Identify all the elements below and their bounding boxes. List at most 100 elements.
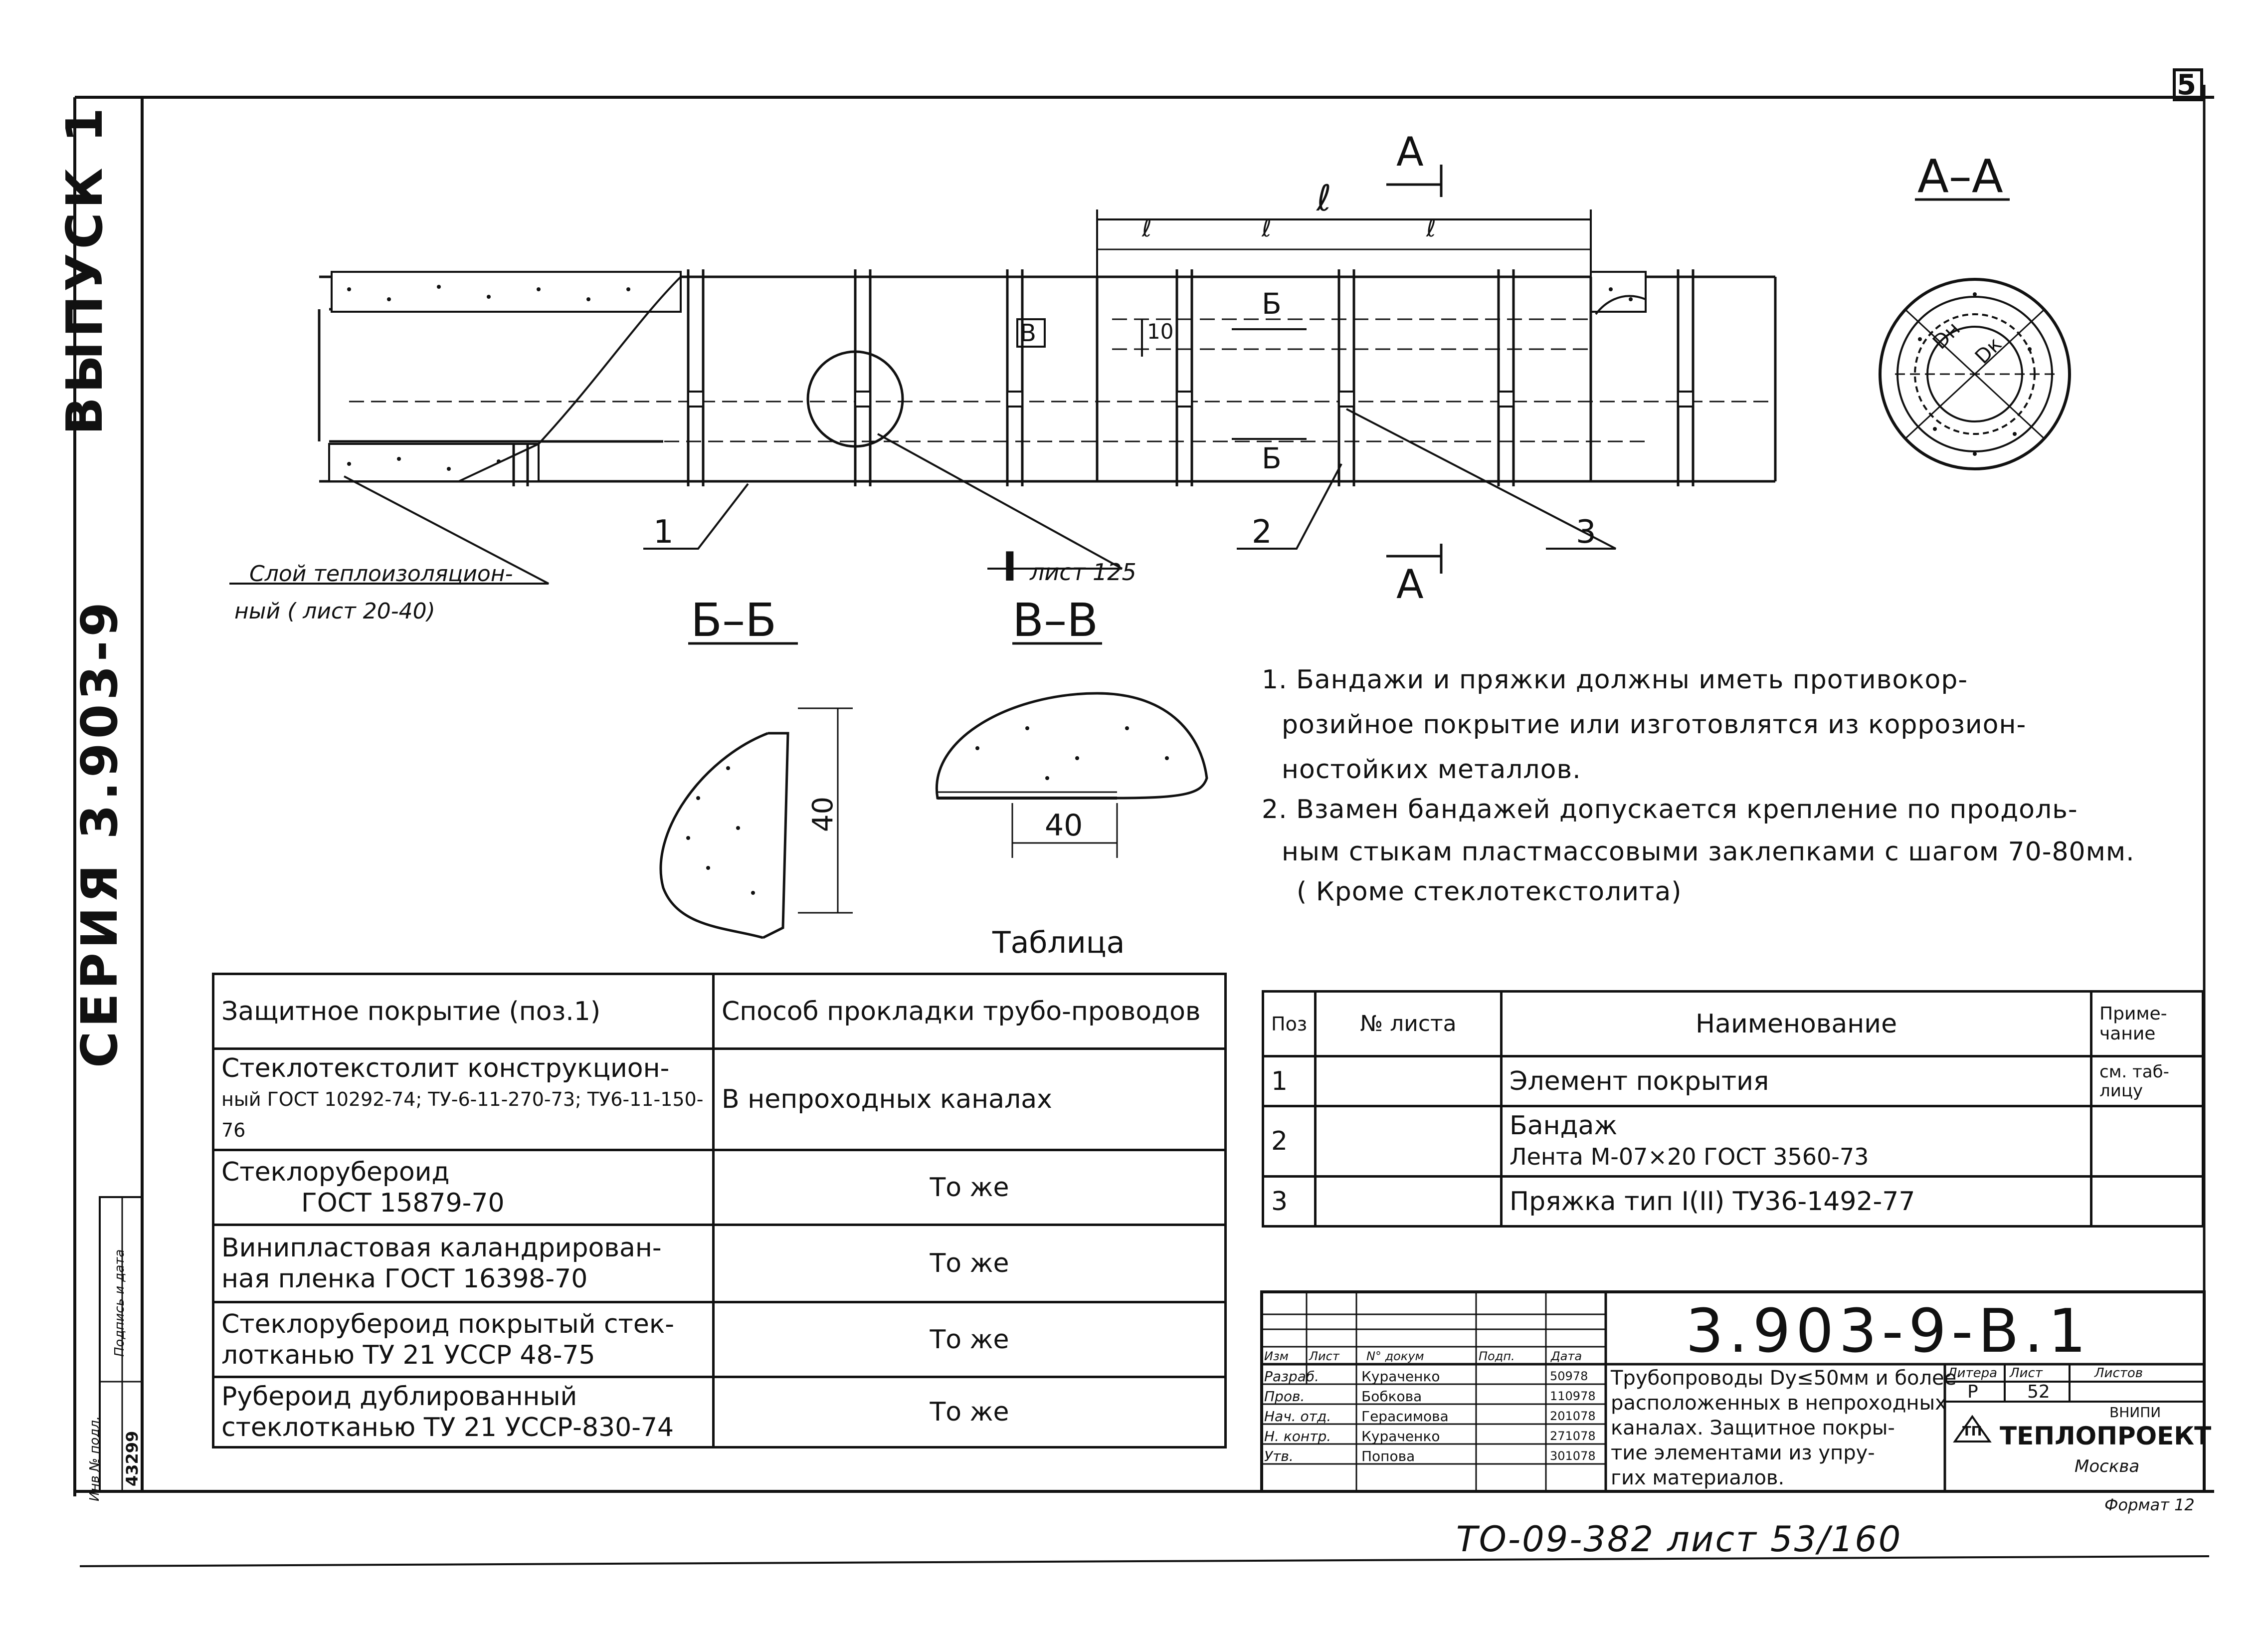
tb-sheets-label: Листов — [2094, 1366, 2143, 1381]
tb-title-line-4: тие элементами из упру- — [1611, 1442, 1875, 1464]
tb-col-date: Дата — [1551, 1349, 1582, 1363]
spec-note — [2090, 1105, 2204, 1178]
tb-title-line-2: расположенных в непроходных — [1611, 1392, 1947, 1415]
spec-pos: 3 — [1261, 1175, 1317, 1228]
footer-reference: ТО-09-382 лист 53/160 — [1456, 1519, 1902, 1560]
tb-stage: Р — [1967, 1382, 1978, 1402]
row-method: То же — [712, 1301, 1227, 1378]
tb-date-3: 201078 — [1550, 1409, 1596, 1423]
tb-role-4: Н. контр. — [1264, 1428, 1331, 1444]
row-method: То же — [712, 1224, 1227, 1303]
stamp-inv-label: Инв № подл. — [87, 1416, 102, 1501]
row-method: То же — [712, 1376, 1227, 1448]
row-name-2: ГОСТ 15879-70 — [301, 1188, 505, 1218]
spec-name: Бандаж — [1510, 1111, 1618, 1141]
note-2-line-2: ным стыкам пластмассовыми заклепками с ш… — [1282, 837, 2135, 867]
row-name-2: ный ГОСТ 10292-74; ТУ-6-11-270-73; ТУ6-1… — [221, 1088, 704, 1141]
layer-label-1: Слой теплоизоляцион- — [249, 561, 513, 587]
row-name: Стеклорубероид покрытый стек- — [221, 1309, 674, 1339]
spec-table: Поз № листа Наименование Приме-чание 1 Э… — [1261, 990, 2204, 1228]
table-row: Винипластовая каландрирован-ная пленка Г… — [212, 1224, 1227, 1303]
dim-40-vertical: 40 — [807, 796, 840, 832]
tb-col-izm: Изм — [1264, 1349, 1289, 1363]
pipe-drawing — [229, 165, 2071, 939]
row-name: Винипластовая каландрирован- — [221, 1233, 662, 1263]
row-name-2: стеклотканью ТУ 21 УССР-830-74 — [221, 1413, 674, 1443]
tb-name-2: Бобкова — [1361, 1388, 1422, 1405]
tb-name-5: Попова — [1361, 1448, 1415, 1464]
cut-a-bottom: А — [1396, 561, 1424, 608]
spec-note: см. таб-лицу — [2090, 1055, 2204, 1107]
tb-city: Москва — [2075, 1456, 2140, 1476]
table-row: 3 Пряжка тип I(II) ТУ36-1492-77 — [1261, 1175, 2204, 1228]
spec-header-pos: Поз — [1261, 990, 1317, 1057]
note-1-line-2: розийное покрытие или изготовлятся из ко… — [1282, 710, 2027, 740]
dim-40-horizontal: 40 — [1045, 808, 1083, 843]
position-3-label: 3 — [1576, 514, 1596, 551]
detail-ref: I — [1002, 544, 1017, 590]
tb-name-4: Кураченко — [1361, 1428, 1440, 1444]
dim-l2-c: ℓ — [1426, 214, 1436, 242]
cut-a-top: А — [1396, 129, 1424, 175]
spec-pos: 2 — [1261, 1105, 1317, 1178]
dim-l2-a: ℓ — [1142, 214, 1152, 242]
corner-mark: 5 — [2177, 69, 2196, 101]
tb-date-4: 271078 — [1550, 1429, 1596, 1443]
cut-b-bottom: Б — [1262, 441, 1282, 475]
table-row: Стеклотекстолит конструкцион-ный ГОСТ 10… — [212, 1047, 1227, 1151]
tb-role-1: Разраб. — [1264, 1368, 1320, 1385]
row-name: Стеклорубероид — [221, 1157, 450, 1187]
tb-date-5: 301078 — [1550, 1449, 1596, 1463]
stamp-sign-label: Подпись и дата — [112, 1249, 127, 1357]
tb-col-doc: N° докум — [1366, 1349, 1424, 1363]
side-issue-label: ВЫПУСК 1 — [55, 103, 114, 435]
drawing-code: 3.903-9-В.1 — [1686, 1297, 2091, 1366]
spec-header-note: Приме-чание — [2090, 990, 2204, 1057]
stamp-inv-number: 43299 — [123, 1431, 142, 1486]
dim-small-10: 10 — [1147, 319, 1174, 344]
tb-title-line-3: каналах. Защитное покры- — [1611, 1417, 1895, 1440]
spec-name: Пряжка тип I(II) ТУ36-1492-77 — [1500, 1175, 2093, 1228]
logo-icon: ТП — [1962, 1424, 1982, 1439]
tb-sheet: 52 — [2027, 1382, 2050, 1402]
section-aa-label: А–А — [1917, 150, 2003, 203]
tb-col-list: Лист — [1309, 1349, 1339, 1363]
spec-pos: 1 — [1261, 1055, 1317, 1107]
spec-sheet — [1314, 1105, 1503, 1178]
row-method: То же — [712, 1149, 1227, 1226]
insulation-hatch — [347, 285, 2032, 895]
tb-name-3: Герасимова — [1361, 1408, 1449, 1425]
dim-l: ℓ — [1317, 177, 1331, 219]
spec-sheet — [1314, 1055, 1503, 1107]
tb-role-3: Нач. отд. — [1264, 1408, 1331, 1425]
spec-name-2: Лента М-07×20 ГОСТ 3560-73 — [1510, 1143, 1869, 1170]
spec-header-sheet: № листа — [1314, 990, 1503, 1057]
dim-l2-b: ℓ — [1262, 214, 1272, 242]
row-name-2: лотканью ТУ 21 УССР 48-75 — [221, 1340, 595, 1370]
position-2-label: 2 — [1252, 514, 1272, 551]
row-name: Рубероид дублированный — [221, 1382, 577, 1412]
detail-sheet: лист 125 — [1030, 559, 1136, 586]
note-2-line-3: ( Кроме стеклотекстолита) — [1297, 877, 1682, 907]
tb-role-5: Утв. — [1264, 1448, 1294, 1464]
tb-date-1: 50978 — [1550, 1369, 1588, 1383]
note-1-line-1: 1. Бандажи и пряжки должны иметь противо… — [1262, 665, 1968, 695]
spec-name: Элемент покрытия — [1500, 1055, 2093, 1107]
table-row: Стеклорубероид покрытый стек-лотканью ТУ… — [212, 1301, 1227, 1378]
coverings-table: Защитное покрытие (поз.1) Способ проклад… — [212, 973, 1227, 1448]
tb-role-2: Пров. — [1264, 1388, 1305, 1405]
row-name-2: ная пленка ГОСТ 16398-70 — [221, 1264, 588, 1294]
tb-stage-label: Литера — [1947, 1366, 1998, 1381]
tb-sheet-label: Лист — [2010, 1366, 2043, 1381]
spec-note — [2090, 1175, 2204, 1228]
note-2-line-1: 2. Взамен бандажей допускается крепление… — [1262, 795, 2078, 825]
table-row: 1 Элемент покрытия см. таб-лицу — [1261, 1055, 2204, 1107]
header-covering: Защитное покрытие (поз.1) — [212, 973, 715, 1050]
tb-col-sign: Подп. — [1479, 1349, 1515, 1363]
title-block-lines — [1260, 1290, 2206, 1493]
tb-date-2: 110978 — [1550, 1389, 1596, 1403]
coverings-table-caption: Таблица — [992, 925, 1125, 960]
tb-org-small: ВНИПИ — [2109, 1404, 2161, 1421]
spec-header-name: Наименование — [1500, 990, 2093, 1057]
